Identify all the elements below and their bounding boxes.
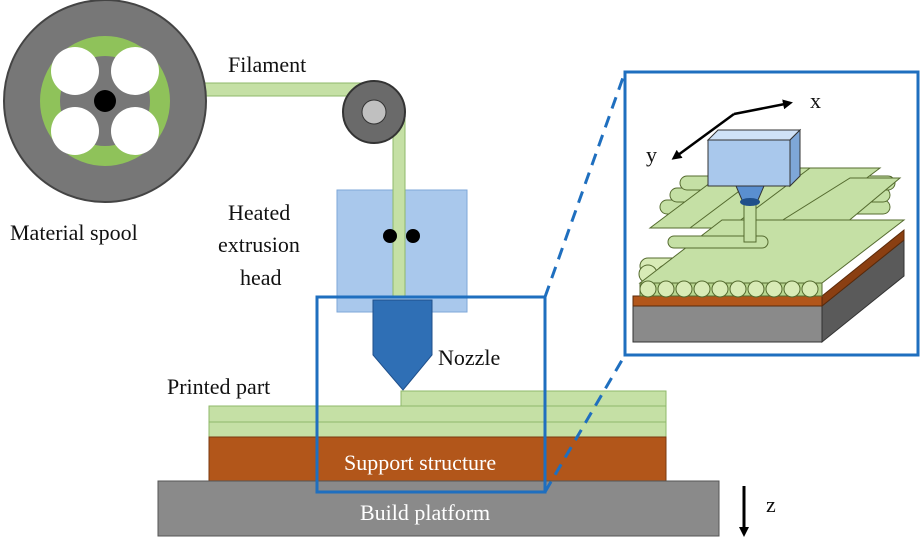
label-heated-3: head xyxy=(240,265,282,290)
label-support-structure: Support structure xyxy=(344,450,496,475)
inset-3d-base xyxy=(632,228,905,344)
printed-layer-2 xyxy=(208,405,667,423)
nozzle xyxy=(372,299,433,391)
zoom-source-frame xyxy=(315,295,547,494)
zoom-line-bottom xyxy=(543,354,627,493)
filament-vertical xyxy=(392,111,406,298)
spool-icon xyxy=(3,0,207,203)
printed-layer-top xyxy=(400,390,667,407)
pulley-icon xyxy=(342,80,406,144)
label-axis-x: x xyxy=(810,88,821,113)
label-printed-part: Printed part xyxy=(167,374,270,399)
label-filament: Filament xyxy=(228,52,306,77)
axis-arrows-icon xyxy=(671,99,793,160)
head-dot-right xyxy=(406,229,420,243)
label-heated-2: extrusion xyxy=(218,232,300,257)
label-heated-1: Heated xyxy=(228,200,290,225)
support-structure xyxy=(208,436,667,482)
label-axis-y: y xyxy=(646,142,657,167)
label-material-spool: Material spool xyxy=(10,220,138,245)
inset-nozzle xyxy=(706,128,802,206)
build-platform xyxy=(157,480,720,537)
head-dot-left xyxy=(383,229,397,243)
label-build-platform: Build platform xyxy=(360,500,490,525)
zoom-line-top xyxy=(543,71,627,298)
label-nozzle: Nozzle xyxy=(438,345,500,370)
label-axis-z: z xyxy=(766,492,776,517)
printed-layer-1 xyxy=(208,421,667,438)
